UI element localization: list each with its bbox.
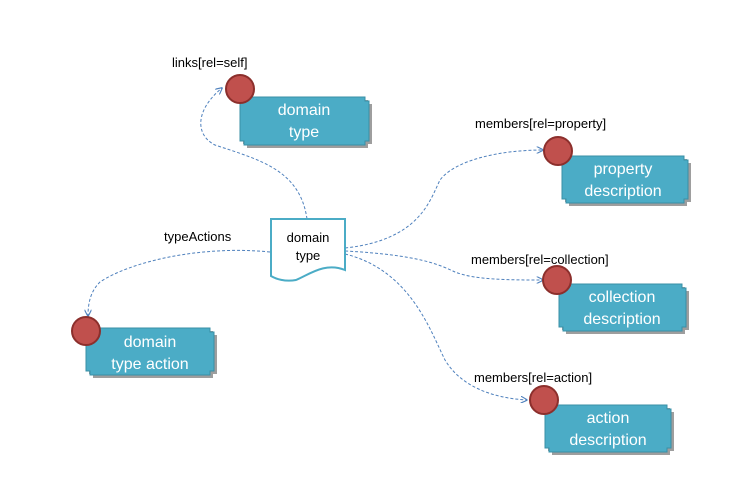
node-domain-type-line1: domain [278,102,330,119]
node-property-description-line2: description [584,183,661,200]
node-action-description: action description [529,385,674,455]
svg-text:type action: type action [111,356,188,373]
node-property-description-line1: property [594,161,653,178]
node-property-description-marker [543,136,573,166]
center-label-line1: domain [287,230,330,245]
node-domain-type-action-line1: domain [124,334,176,351]
edge-links-self [200,88,308,220]
node-domain-type-marker [225,74,255,104]
node-domain-type-action-marker [71,316,101,346]
svg-text:description: description [569,432,646,449]
node-collection-description-marker [542,265,572,295]
edge-label-links-self: links[rel=self] [172,55,248,70]
edge-label-members-collection: members[rel=collection] [471,252,609,267]
node-action-description-line2: description [569,432,646,449]
svg-text:description: description [584,183,661,200]
node-collection-description-line1: collection [589,289,656,306]
center-document-node: domain type [270,218,346,282]
node-domain-type: domain type [225,74,372,148]
edges [88,88,543,400]
edge-label-type-actions: typeActions [164,229,232,244]
edge-members-property [344,150,543,249]
edge-label-members-action: members[rel=action] [474,370,592,385]
svg-text:property: property [594,161,653,178]
svg-text:description: description [583,311,660,328]
svg-text:type: type [289,124,319,141]
svg-text:collection: collection [589,289,656,306]
node-domain-type-action-line2: type action [111,356,188,373]
edge-members-collection [344,250,543,280]
node-collection-description-line2: description [583,311,660,328]
edge-members-action [344,253,527,400]
svg-text:action: action [587,410,630,427]
node-action-description-marker [529,385,559,415]
svg-text:domain: domain [124,334,176,351]
node-domain-type-line2: type [289,124,319,141]
edge-type-actions [88,249,271,316]
node-domain-type-action: domain type action [71,316,217,378]
svg-text:domain: domain [287,230,330,245]
node-collection-description: collection description [542,265,689,334]
node-action-description-line1: action [587,410,630,427]
svg-text:domain: domain [278,102,330,119]
svg-text:type: type [296,248,321,263]
node-property-description: property description [543,136,691,206]
center-label-line2: type [296,248,321,263]
edge-label-members-property: members[rel=property] [475,116,606,131]
